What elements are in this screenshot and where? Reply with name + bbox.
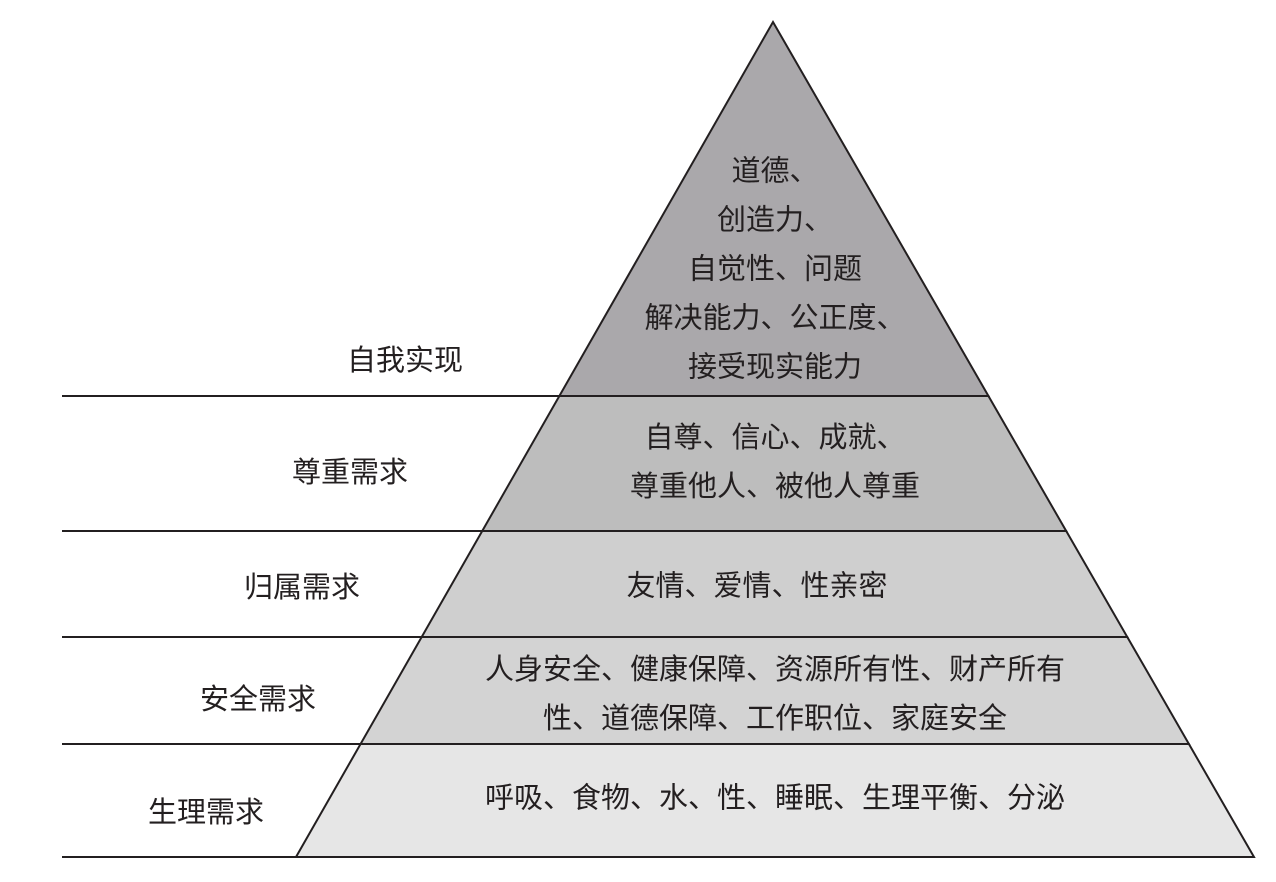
- layer-content-physiological: 呼吸、食物、水、性、睡眠、生理平衡、分泌: [485, 774, 1065, 823]
- content-line: 性、道德保障、工作职位、家庭安全: [542, 701, 1008, 735]
- layer-label-belonging: 归属需求: [243, 570, 361, 604]
- content-line: 自觉性、问题: [687, 251, 863, 286]
- content-line: 解决能力、公正度、: [644, 300, 906, 335]
- layer-content-belonging: 友情、爱情、性亲密: [626, 562, 887, 611]
- layer-content-self-actualization: 道德、 创造力、 自觉性、问题 解决能力、公正度、 接受现实能力: [644, 147, 905, 392]
- layer-content-esteem: 自尊、信心、成就、 尊重他人、被他人尊重: [630, 413, 920, 511]
- content-line: 创造力、: [716, 202, 834, 237]
- content-line: 尊重他人、被他人尊重: [629, 469, 921, 503]
- content-line: 道德、: [731, 153, 819, 188]
- content-line: 友情、爱情、性亲密: [626, 568, 888, 603]
- layer-label-safety: 安全需求: [199, 682, 317, 716]
- layer-label-self-actualization: 自我实现: [346, 343, 464, 377]
- content-line: 人身安全、健康保障、资源所有性、财产所有: [484, 652, 1066, 686]
- content-line: 呼吸、食物、水、性、睡眠、生理平衡、分泌: [484, 780, 1066, 815]
- content-line: 接受现实能力: [687, 349, 863, 384]
- layer-label-esteem: 尊重需求: [291, 455, 409, 489]
- layer-label-physiological: 生理需求: [147, 795, 265, 829]
- layer-content-safety: 人身安全、健康保障、资源所有性、财产所有 性、道德保障、工作职位、家庭安全: [485, 645, 1065, 743]
- content-line: 自尊、信心、成就、: [644, 420, 906, 454]
